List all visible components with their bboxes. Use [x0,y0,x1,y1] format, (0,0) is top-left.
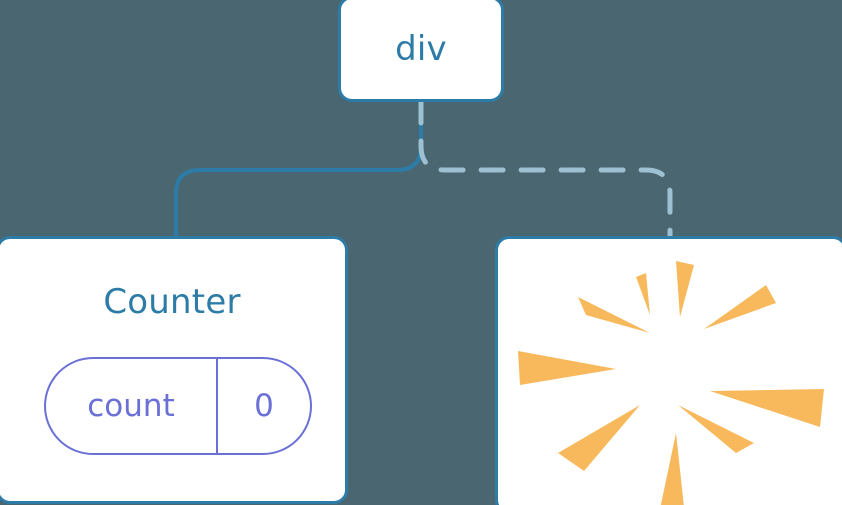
prop-key-label: count [87,388,175,424]
sparkle-burst-icon [518,261,824,505]
node-burst[interactable] [495,236,842,505]
node-counter[interactable]: Counter count 0 [0,236,348,504]
node-div[interactable]: div [338,0,504,102]
node-counter-title: Counter [103,282,241,322]
edge-div-to-counter [174,99,423,240]
prop-value-label: 0 [216,359,310,453]
node-div-label: div [395,29,447,69]
edge-div-to-burst [418,98,673,241]
prop-pill-count[interactable]: count 0 [44,357,312,455]
